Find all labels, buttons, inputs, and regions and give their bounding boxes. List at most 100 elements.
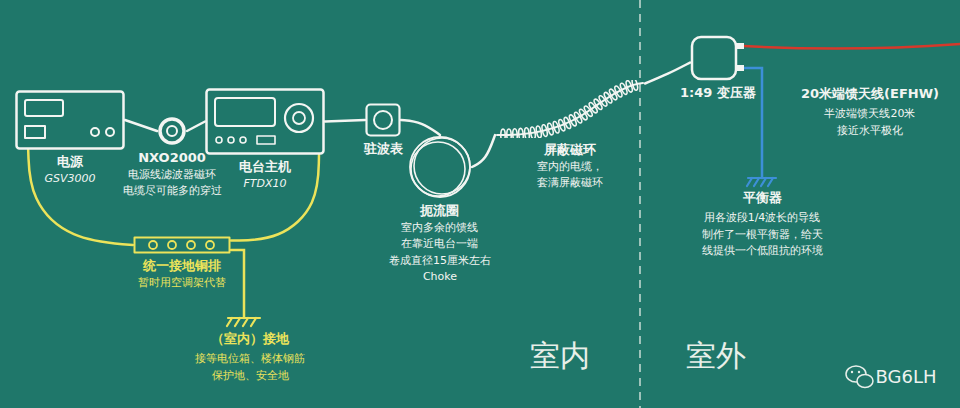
terminal: [736, 65, 744, 71]
ferrite-filter: NXO2000电源线滤波器磁环 电缆尽可能多的穿过: [119, 116, 225, 200]
ground-wire: [231, 250, 244, 318]
part-note: 暂时用空调架代替: [135, 275, 230, 292]
part-name: 1:49 变压器: [680, 84, 756, 102]
wechat-icon: [846, 366, 873, 388]
part-name: 屏蔽磁环: [544, 141, 596, 159]
box-outline: [17, 92, 124, 149]
terminal: [106, 128, 114, 136]
counterpoise-wire: [744, 68, 762, 178]
button: [240, 137, 246, 143]
part-name: NXO2000: [138, 149, 206, 167]
ferrite-bead: [507, 129, 512, 138]
watermark: BG6LH: [876, 365, 937, 388]
antenna-name: 20米端馈天线(EFHW): [801, 86, 939, 103]
ferrite-hole: [167, 126, 177, 136]
shielded-cable-shape: [495, 80, 645, 138]
bolt-hole: [168, 241, 176, 249]
ground-note: 接等电位箱、楼体钢筋 保护地、安全地: [191, 351, 309, 384]
swr-meter-shape: [365, 103, 401, 137]
part-name: 电台主机: [239, 158, 291, 176]
box-outline: [692, 37, 736, 79]
display-window: [25, 100, 63, 116]
cable-connector: [401, 120, 440, 135]
ground-busbar-shape: [133, 236, 231, 254]
icon-dot: [858, 371, 860, 373]
cable-connector: [231, 155, 319, 241]
ferrite-bead: [593, 98, 603, 110]
ferrite-bead: [588, 102, 599, 114]
choke-coil-shape: [408, 135, 472, 199]
busbar-outline: [135, 238, 230, 253]
divider-line: [639, 0, 641, 408]
bolt-hole: [206, 241, 214, 249]
part-note: 电源线滤波器磁环 电缆尽可能多的穿过: [119, 167, 225, 200]
power-supply-shape: [15, 90, 125, 150]
cable-connector: [125, 120, 157, 131]
bolt-hole: [187, 241, 195, 249]
meter-dial: [374, 111, 392, 129]
ferrite-bead: [535, 126, 542, 138]
transceiver: 电台主机FTDX10: [205, 88, 325, 192]
ground-busbar: 统一接地铜排暂时用空调架代替: [133, 236, 231, 291]
ferrite-bead: [583, 105, 593, 117]
button: [228, 137, 234, 143]
choke-coil: 扼流圈室内多余的馈线 在靠近电台一端 卷成直径15厘米左右 Choke: [386, 135, 495, 286]
ferrite-ring: [160, 119, 184, 143]
ferrite-bead: [512, 129, 517, 138]
part-note: GSV3000: [44, 171, 95, 188]
ferrite-bead: [631, 80, 638, 91]
icon-dot: [851, 371, 853, 373]
ferrite-bead: [501, 129, 505, 138]
coil-turn: [414, 138, 470, 194]
tuning-knob: [285, 104, 313, 132]
part-note: 室内的电缆， 套满屏蔽磁环: [534, 159, 607, 192]
region-label: 室外: [686, 336, 746, 375]
box-outline: [367, 105, 400, 136]
ferrite-filter-shape: [157, 116, 187, 146]
ferrite-bead: [578, 108, 588, 120]
cable-connector: [645, 63, 690, 84]
cable-connector: [187, 122, 205, 132]
ferrite-bead: [614, 85, 624, 98]
part-name: 驻波表: [364, 140, 403, 158]
terminal: [91, 128, 99, 136]
ferrite-bead: [598, 95, 608, 107]
counterpoise-note: 用各波段1/4波长的导线 制作了一根平衡器，给天 线提供一个低阻抗的环境: [698, 210, 826, 260]
switch: [25, 126, 45, 138]
terminal: [736, 43, 744, 49]
cable: [497, 83, 643, 135]
part-note: 室内多余的馈线 在靠近电台一端 卷成直径15厘米左右 Choke: [386, 220, 495, 286]
button: [257, 136, 275, 144]
ferrite-bead: [603, 91, 613, 103]
part-name: 扼流圈: [420, 202, 459, 220]
bolt-hole: [149, 241, 157, 249]
box-outline: [207, 90, 324, 154]
power-supply: 电源GSV3000: [15, 90, 125, 187]
transceiver-shape: [205, 88, 325, 155]
shielded-cable: 屏蔽磁环室内的电缆， 套满屏蔽磁环: [495, 80, 645, 192]
cable-connector: [28, 150, 133, 245]
transformer-box: 1:49 变压器: [680, 35, 756, 102]
coil-turn: [410, 137, 470, 197]
part-note: FTDX10: [243, 176, 286, 193]
ferrite-bead: [524, 127, 530, 138]
swr-meter: 驻波表: [364, 103, 403, 158]
button: [216, 137, 222, 143]
cable-connector: [325, 120, 365, 122]
part-name: 电源: [57, 153, 83, 171]
part-name: 统一接地铜排: [143, 257, 221, 275]
ferrite-bead: [608, 88, 618, 101]
ferrite-bead: [573, 111, 583, 124]
transformer-box-shape: [690, 35, 746, 81]
tuning-knob: [293, 112, 305, 124]
display-window: [215, 98, 275, 126]
ferrite-bead: [530, 127, 536, 138]
antenna-wire: [744, 44, 960, 49]
antenna-note: 半波端馈天线20米 接近水平极化: [821, 106, 919, 139]
ground-symbol: [227, 318, 260, 326]
